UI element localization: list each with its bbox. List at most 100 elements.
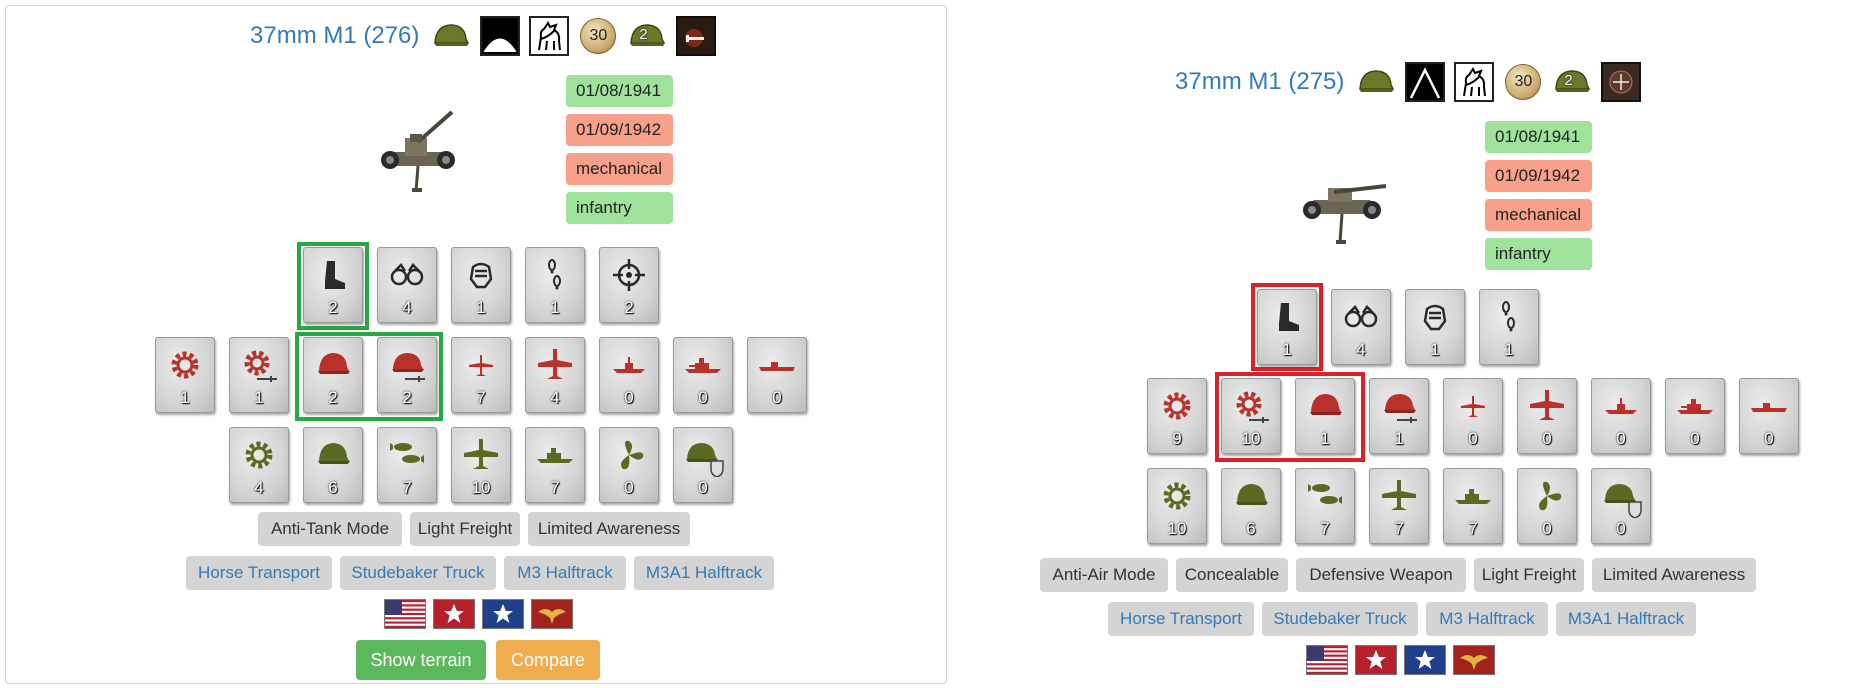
footprints-icon xyxy=(1502,301,1515,332)
horse-icon xyxy=(529,16,570,56)
stat-tile[interactable]: 4 xyxy=(1331,289,1391,365)
gear-sword-icon xyxy=(1236,391,1269,423)
helmet-icon xyxy=(1310,394,1342,415)
stat-tile[interactable]: 1 xyxy=(229,337,289,413)
plane-icon xyxy=(538,349,572,379)
trait-limited-awareness[interactable]: Limited Awareness xyxy=(528,512,690,546)
stat-tile[interactable]: 7 xyxy=(525,427,585,503)
stat-tile[interactable]: 0 xyxy=(599,337,659,413)
stat-tile[interactable]: 4 xyxy=(377,247,437,323)
transport-horse-transport[interactable]: Horse Transport xyxy=(186,556,332,590)
transport-studebaker-truck[interactable]: Studebaker Truck xyxy=(340,556,496,590)
trait-anti-tank-mode[interactable]: Anti-Tank Mode xyxy=(258,512,402,546)
stat-tile[interactable]: 1 xyxy=(1257,289,1317,365)
gear-sword-icon xyxy=(244,350,277,382)
gear-icon xyxy=(245,441,273,469)
binoculars-icon xyxy=(390,263,424,286)
small-plane-icon xyxy=(1461,396,1485,417)
stat-tile[interactable]: 0 xyxy=(1665,378,1725,454)
horse-icon xyxy=(1454,62,1495,102)
helmet-icon xyxy=(318,353,350,374)
medal-30-icon: 30 xyxy=(1503,62,1543,102)
bombs-icon xyxy=(390,443,424,463)
stat-tile[interactable]: 0 xyxy=(673,427,733,503)
stat-tile[interactable]: 1 xyxy=(1479,289,1539,365)
transport-m3-halftrack[interactable]: M3 Halftrack xyxy=(1426,602,1548,636)
stat-tile[interactable]: 1 xyxy=(525,247,585,323)
stat-tile[interactable]: 4 xyxy=(525,337,585,413)
stat-tile[interactable]: 0 xyxy=(747,337,807,413)
sub-surface-icon xyxy=(759,362,795,371)
helmet-sword-icon xyxy=(392,353,425,382)
transport-studebaker-truck[interactable]: Studebaker Truck xyxy=(1262,602,1418,636)
eagle-emblem-icon xyxy=(1454,646,1494,674)
stat-tile[interactable]: 0 xyxy=(1591,378,1651,454)
stat-tile[interactable]: 7 xyxy=(451,337,511,413)
blue-star-icon xyxy=(1405,646,1445,674)
trait-limited-awareness[interactable]: Limited Awareness xyxy=(1592,558,1756,592)
stat-tile[interactable]: 0 xyxy=(599,427,659,503)
stat-tile[interactable]: 6 xyxy=(303,427,363,503)
gear-icon xyxy=(171,351,199,379)
stat-tile[interactable]: 2 xyxy=(303,247,363,323)
stat-tile[interactable]: 7 xyxy=(1443,468,1503,544)
boot-icon xyxy=(325,261,345,289)
date-start-tag: 01/08/1941 xyxy=(566,75,673,107)
stat-tile[interactable]: 4 xyxy=(229,427,289,503)
bombs-icon xyxy=(1308,484,1342,504)
stat-tile[interactable]: 10 xyxy=(1147,468,1207,544)
stat-tile[interactable]: 6 xyxy=(1221,468,1281,544)
unit-title[interactable]: 37mm M1 (276) xyxy=(250,22,420,49)
fist-icon xyxy=(469,262,493,289)
helmet-icon xyxy=(318,443,350,464)
stat-tile[interactable]: 9 xyxy=(1147,378,1207,454)
stat-tile[interactable]: 1 xyxy=(1369,378,1429,454)
stat-tile[interactable]: 2 xyxy=(303,337,363,413)
red-star-icon xyxy=(1356,646,1396,674)
battleship-icon xyxy=(537,448,573,463)
unit-image xyxy=(1294,170,1394,253)
trait-light-freight[interactable]: Light Freight xyxy=(410,512,520,546)
stat-tile[interactable]: 2 xyxy=(377,337,437,413)
unit-title[interactable]: 37mm M1 (275) xyxy=(1175,68,1345,95)
unit-image xyxy=(370,108,470,199)
trait-light-freight[interactable]: Light Freight xyxy=(1474,558,1584,592)
stat-tile[interactable]: 0 xyxy=(1517,468,1577,544)
stat-tile[interactable]: 0 xyxy=(1739,378,1799,454)
stat-tile[interactable]: 1 xyxy=(451,247,511,323)
stat-tile[interactable]: 0 xyxy=(1591,468,1651,544)
stat-tile[interactable]: 0 xyxy=(673,337,733,413)
stat-tile[interactable]: 7 xyxy=(1295,468,1355,544)
stat-tile[interactable]: 2 xyxy=(599,247,659,323)
class-tag: infantry xyxy=(566,192,673,224)
transport-m3-halftrack[interactable]: M3 Halftrack xyxy=(504,556,626,590)
stat-tile[interactable]: 1 xyxy=(155,337,215,413)
stat-tile[interactable]: 7 xyxy=(377,427,437,503)
trait-defensive-weapon[interactable]: Defensive Weapon xyxy=(1296,558,1466,592)
plane-icon xyxy=(464,439,498,469)
date-end-tag: 01/09/1942 xyxy=(1485,160,1592,192)
helmet-2-icon: 2 xyxy=(627,16,667,56)
medal-30-icon: 30 xyxy=(578,16,618,56)
stat-tile[interactable]: 7 xyxy=(1369,468,1429,544)
stat-tile[interactable]: 0 xyxy=(1517,378,1577,454)
trait-anti-air-mode[interactable]: Anti-Air Mode xyxy=(1040,558,1168,592)
fire-icon xyxy=(676,16,717,56)
eagle-emblem-icon xyxy=(532,600,572,628)
binoculars-icon xyxy=(1344,305,1378,328)
stat-tile[interactable]: 1 xyxy=(1405,289,1465,365)
footprints-icon xyxy=(548,259,561,290)
stat-tile[interactable]: 10 xyxy=(451,427,511,503)
transport-m3a1-halftrack[interactable]: M3A1 Halftrack xyxy=(634,556,774,590)
stat-tile[interactable]: 10 xyxy=(1221,378,1281,454)
show-terrain-button[interactable]: Show terrain xyxy=(356,640,486,680)
compare-button[interactable]: Compare xyxy=(496,640,600,680)
usa-flag-icon xyxy=(1307,646,1347,674)
stat-tile[interactable]: 0 xyxy=(1443,378,1503,454)
small-plane-icon xyxy=(469,355,493,376)
transport-horse-transport[interactable]: Horse Transport xyxy=(1108,602,1254,636)
trait-concealable[interactable]: Concealable xyxy=(1176,558,1288,592)
helmet-shield-icon xyxy=(1604,484,1642,518)
transport-m3a1-halftrack[interactable]: M3A1 Halftrack xyxy=(1556,602,1696,636)
stat-tile[interactable]: 1 xyxy=(1295,378,1355,454)
